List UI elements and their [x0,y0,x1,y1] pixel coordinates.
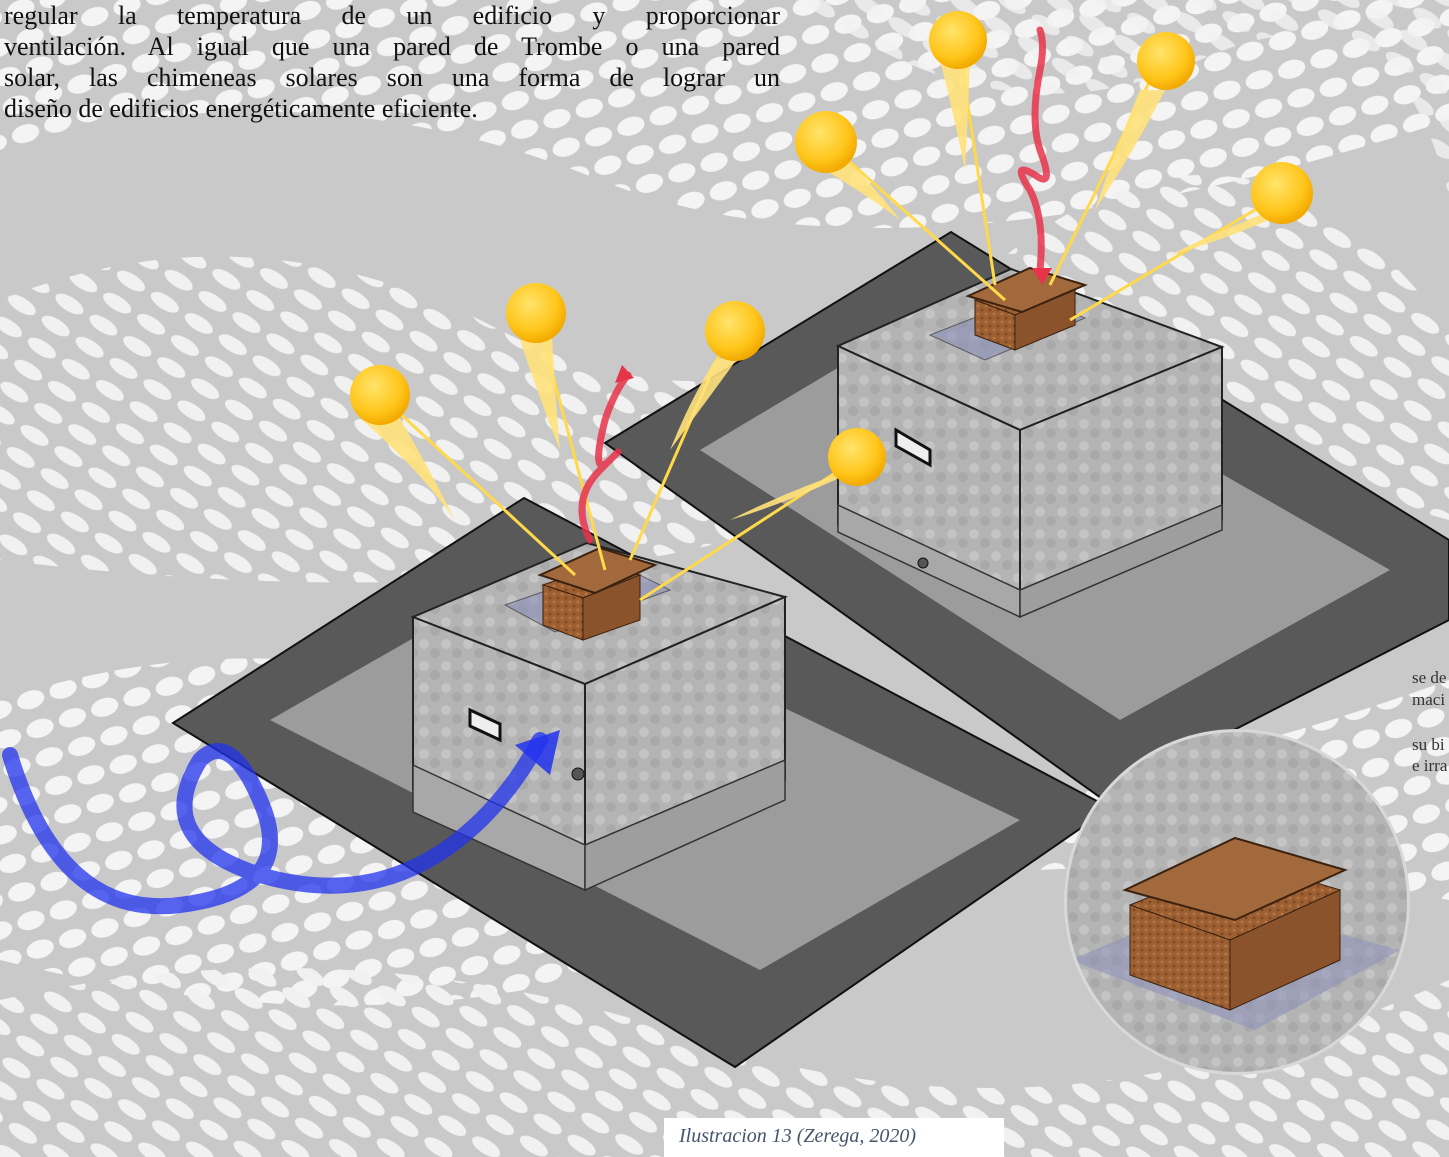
intro-line: ventilación. Al igual que una pared de T… [4,31,780,62]
side-text-fragment: se de [1412,668,1449,688]
intro-line: solar, las chimeneas solares son una for… [4,62,780,93]
side-text-fragment: e irra [1412,756,1449,776]
intro-line: diseño de edificios energéticamente efic… [4,93,780,124]
intro-paragraph: regular la temperatura de un edificio y … [4,0,780,124]
side-text-fragment: maci [1412,690,1449,710]
chimney-detail-zoom [1060,730,1420,1080]
figure-caption: Ilustracion 13 (Zerega, 2020) [679,1125,916,1148]
side-text-fragment: su bi [1412,735,1449,755]
intro-line: regular la temperatura de un edificio y … [4,0,780,31]
